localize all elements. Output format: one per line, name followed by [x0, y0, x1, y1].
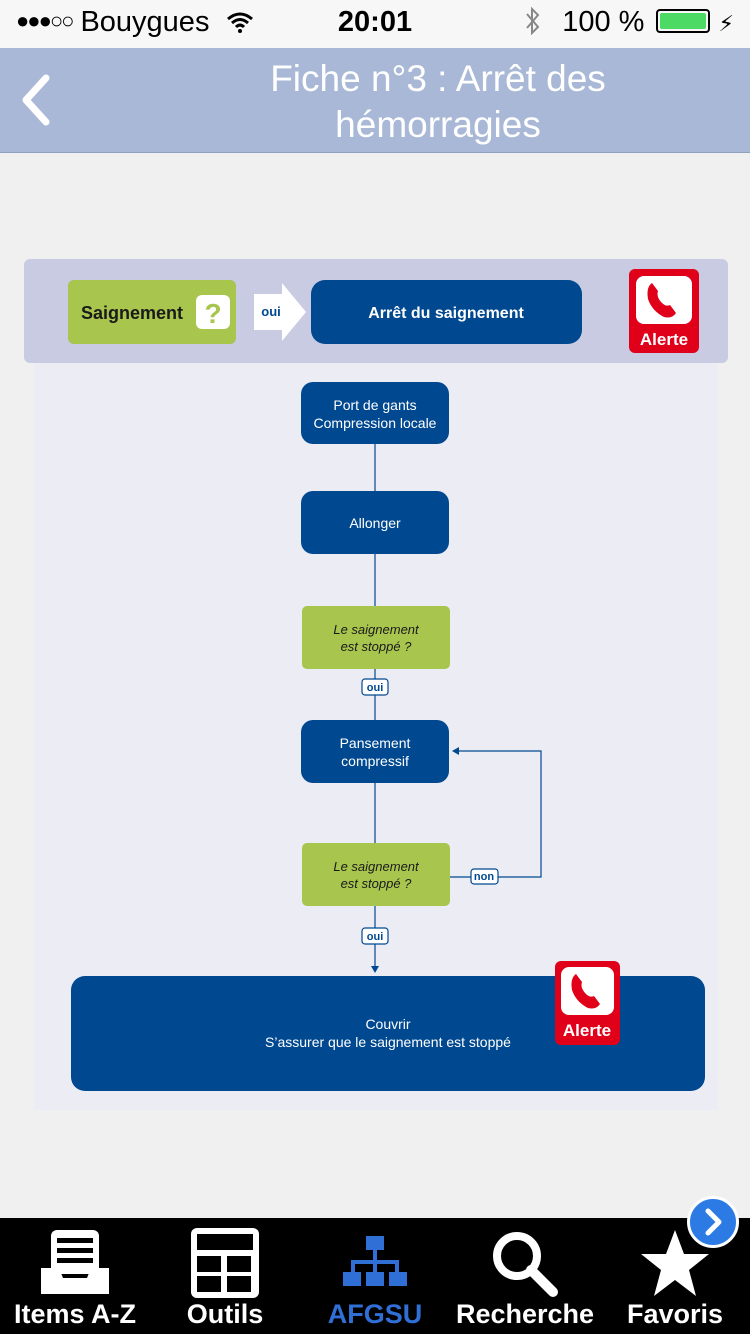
step1-line1: Port de gants [333, 397, 416, 413]
signal-icon: ●●●○○ [16, 8, 74, 33]
bluetooth-icon [526, 6, 540, 36]
check1-line1: Le saignement [333, 622, 420, 637]
tab-recherche-label: Recherche [455, 1299, 595, 1329]
clock: 20:01 [337, 6, 413, 38]
flowchart: Saignement ? oui Arrêt du saignement Ale… [24, 259, 728, 1110]
alert-phone-icon[interactable]: Alerte [629, 269, 699, 353]
step-compressive-dressing [301, 720, 449, 783]
no-badge [470, 868, 499, 885]
final-alert-label: Alerte [563, 1021, 611, 1040]
final-line2: S’assurer que le saignement est stoppé [265, 1034, 511, 1050]
tab-bar: Items A-Z Outils AFGSU Recherche Fav [0, 1218, 750, 1334]
tab-favoris-label: Favoris [626, 1299, 724, 1329]
check-bleeding-stopped-2 [302, 843, 450, 906]
alert-phone-icon[interactable]: Alerte [555, 961, 620, 1045]
check1-line2: est stoppé ? [341, 639, 413, 654]
step2-label: Allonger [349, 515, 401, 531]
question-mark: ? [204, 298, 221, 329]
result-box [311, 280, 582, 344]
arrow-right-icon [254, 283, 306, 341]
condition-label: Saignement [81, 303, 183, 323]
no-label: non [474, 871, 494, 883]
magnifier-icon [493, 1232, 558, 1297]
final-line1: Couvrir [365, 1016, 410, 1032]
battery-percent: 100 % [562, 6, 645, 38]
check2-line2: est stoppé ? [341, 876, 413, 891]
calculator-icon [191, 1228, 259, 1298]
yes-badge-1 [361, 678, 389, 696]
tab-items-a-z[interactable]: Items A-Z [0, 1218, 150, 1334]
question-icon [196, 295, 230, 329]
charging-icon: ⚡ [718, 11, 734, 36]
step3-line2: compressif [341, 753, 409, 769]
condition-box [68, 280, 236, 344]
page-title: Fiche n°3 : Arrêt des hémorragies [120, 56, 750, 148]
yes-label-1: oui [367, 682, 384, 694]
carrier-name: Bouygues [80, 6, 210, 38]
chevron-left-icon[interactable] [18, 70, 58, 130]
inbox-list-icon [41, 1230, 109, 1294]
chevron-right-circle-icon[interactable] [687, 1196, 739, 1248]
yes-label-2: oui [367, 931, 384, 943]
check-bleeding-stopped-1 [302, 606, 450, 669]
navigation-bar: Fiche n°3 : Arrêt des hémorragies [0, 48, 750, 153]
step1-line2: Compression locale [314, 415, 437, 431]
tab-favoris[interactable]: Favoris [600, 1218, 750, 1334]
battery-area: 100 % ⚡ [524, 6, 734, 39]
alert-label: Alerte [640, 330, 688, 349]
page-title-line1: Fiche n°3 : Arrêt des [270, 58, 606, 99]
page-title-line2: hémorragies [335, 104, 541, 145]
tab-items-a-z-label: Items A-Z [13, 1299, 136, 1329]
step3-line1: Pansement [340, 735, 411, 751]
step-lie-down [301, 491, 449, 554]
star-icon [641, 1230, 709, 1296]
tab-outils-label: Outils [186, 1299, 264, 1329]
tab-afgsu-label: AFGSU [327, 1299, 423, 1329]
arrow-label: oui [261, 304, 281, 319]
carrier: ●●●○○Bouygues [16, 6, 254, 39]
content-area: Saignement ? oui Arrêt du saignement Ale… [0, 153, 750, 1218]
check2-line1: Le saignement [333, 859, 420, 874]
tab-outils[interactable]: Outils [150, 1218, 300, 1334]
battery-icon [656, 9, 711, 33]
hierarchy-icon [343, 1236, 407, 1286]
tab-afgsu[interactable]: AFGSU [300, 1218, 450, 1334]
status-bar: ●●●○○Bouygues 20:01 100 % ⚡ [0, 0, 750, 48]
result-label: Arrêt du saignement [368, 305, 524, 322]
step-gloves-compression [301, 382, 449, 444]
wifi-icon [226, 12, 253, 33]
yes-badge-2 [361, 927, 389, 945]
tab-recherche[interactable]: Recherche [450, 1218, 600, 1334]
final-step-cover [71, 976, 705, 1091]
